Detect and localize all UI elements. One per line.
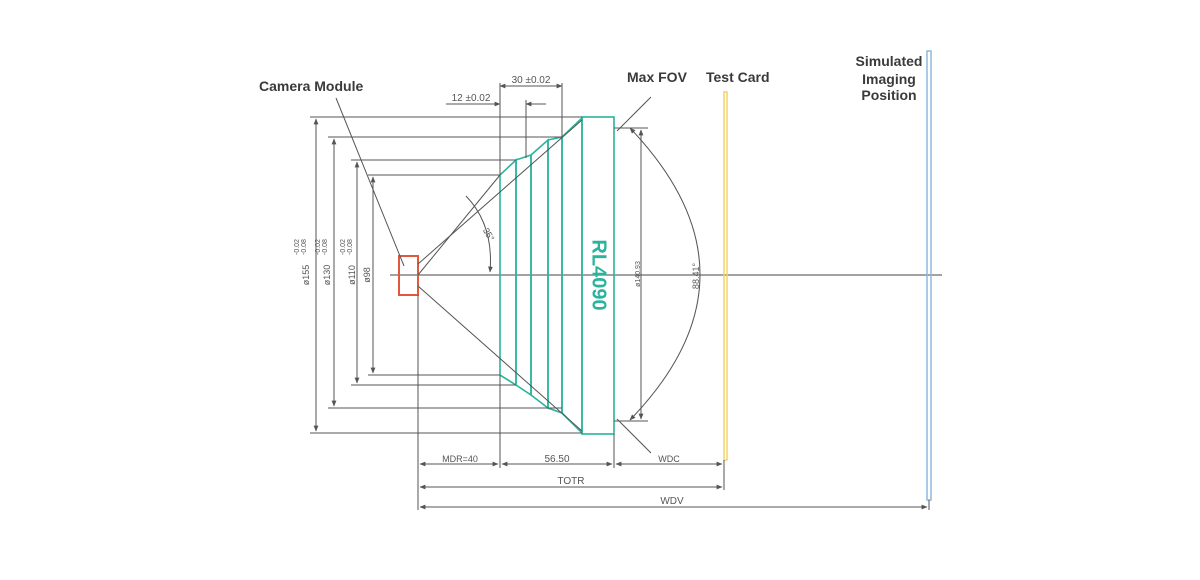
dia-140-label: ø140.93 [635, 261, 642, 287]
fov-arc [629, 127, 701, 421]
test-card-label: Test Card [706, 69, 770, 85]
max-fov-leader-top [616, 96, 652, 132]
test-card [723, 91, 728, 461]
bottom-extension-lines [417, 295, 930, 510]
top-12-label: 12 ±0.02 [452, 93, 491, 104]
angle-35-label: 35° [481, 226, 497, 243]
dia-98-dimension [368, 174, 500, 376]
svg-text:-0.02: -0.02 [340, 239, 347, 255]
dia-155-text: ø155 -0.02 -0.08 [294, 239, 311, 285]
max-fov-leader-bottom [616, 418, 652, 454]
simulated-label-line2: Imaging [862, 71, 916, 87]
top-12-dimension [446, 100, 546, 158]
fov-rays [417, 119, 583, 432]
dia-110-dimension [351, 159, 516, 386]
svg-text:ø130: ø130 [322, 265, 332, 286]
dia-155-dimension [310, 116, 582, 434]
svg-text:ø110: ø110 [347, 265, 357, 285]
top-30-label: 30 ±0.02 [512, 75, 551, 86]
camera-module-leader [335, 97, 405, 267]
angle-35-arc [465, 195, 493, 273]
svg-text:-0.08: -0.08 [347, 239, 354, 255]
camera-module-label: Camera Module [259, 78, 363, 94]
camera-module-box [398, 255, 419, 296]
dia-140-dimension [614, 127, 648, 422]
svg-text:ø155: ø155 [301, 265, 311, 286]
simulated-label-line3: Position [861, 87, 916, 103]
svg-text:-0.02: -0.02 [315, 239, 322, 255]
dia-130-dimension [328, 136, 562, 409]
dia-98-text: ø98 [362, 267, 372, 283]
lens-model-label: RL4090 [588, 239, 610, 310]
svg-text:ø98: ø98 [362, 267, 372, 283]
svg-text:-0.08: -0.08 [322, 239, 329, 255]
svg-text:-0.08: -0.08 [301, 239, 308, 255]
dia-130-text: ø130 -0.02 -0.08 [315, 239, 332, 285]
dia-110-text: ø110 -0.02 -0.08 [340, 239, 357, 285]
wdc-label: WDC [658, 454, 680, 464]
len-5650-label: 56.50 [544, 454, 569, 465]
simulated-label-line1: Simulated [856, 53, 923, 69]
fov-angle-label: 88.41° [691, 263, 701, 290]
svg-text:-0.02: -0.02 [294, 239, 301, 255]
totr-label: TOTR [557, 476, 584, 487]
mdr-label: MDR=40 [442, 454, 478, 464]
wdv-label: WDV [660, 496, 684, 507]
max-fov-label: Max FOV [627, 69, 688, 85]
